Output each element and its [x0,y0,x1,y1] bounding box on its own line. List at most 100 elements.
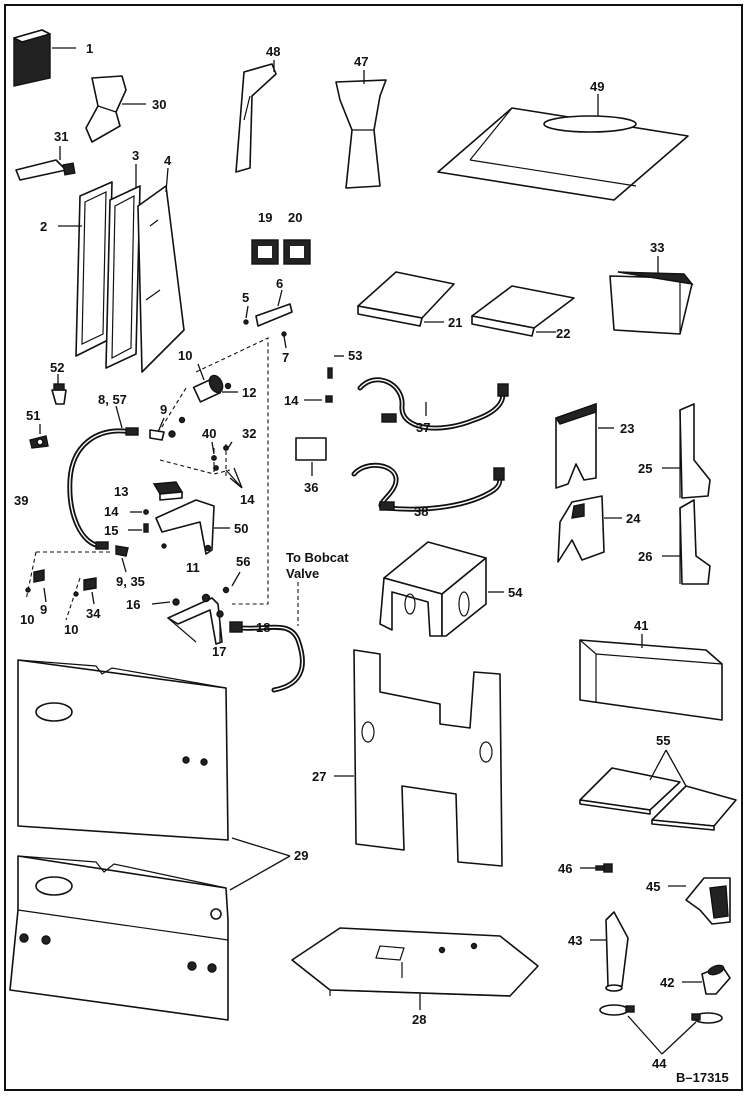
callout-49: 49 [590,79,604,94]
callout-52: 52 [50,360,64,375]
callout-6: 6 [276,276,283,291]
callout-40: 40 [202,426,216,441]
part-29-door-upper [17,659,229,841]
callout-17: 17 [212,644,226,659]
part-9-elbow [149,416,186,441]
callout-3: 3 [132,148,139,163]
part-49-headliner [437,94,689,201]
callout-14-a: 14 [284,393,299,408]
callout-24: 24 [626,511,641,526]
part-4-window-glass [137,167,185,373]
callout-10-c: 10 [64,622,78,637]
callout-9-a: 9 [160,402,167,417]
callout-53: 53 [348,348,362,363]
callout-50: 50 [234,521,248,536]
part-6-latch-plate [243,289,293,349]
part-13-block [152,481,184,501]
part-48-trim [235,60,277,173]
callout-19: 19 [258,210,272,225]
callout-42: 42 [660,975,674,990]
callout-27: 27 [312,769,326,784]
part-15-bolt [128,509,149,533]
part-21-pad [357,271,455,327]
callout-23: 23 [620,421,634,436]
callout-7: 7 [282,350,289,365]
callout-11: 11 [186,560,200,575]
part-33-box [609,256,694,335]
part-31-tube [15,146,76,181]
callout-41: 41 [634,618,648,633]
part-12-pump [192,363,238,403]
callout-31: 31 [54,129,68,144]
callout-8-57: 8, 57 [98,392,127,407]
callout-55: 55 [656,733,670,748]
part-55-mat [579,749,737,831]
part-53-bolt [304,355,344,403]
callout-4: 4 [164,153,172,168]
figure-id: B–17315 [676,1070,729,1085]
callout-44: 44 [652,1056,667,1071]
callout-43: 43 [568,933,582,948]
callout-47: 47 [354,54,368,69]
part-39-hose [67,405,139,550]
callout-45: 45 [646,879,660,894]
part-22-pad [471,285,575,337]
part-51-fitting [29,424,49,449]
callout-22: 22 [556,326,570,341]
part-50-bracket [155,499,230,555]
callout-9-35: 9, 35 [116,574,145,589]
callout-38: 38 [414,504,428,519]
part-20-decal [283,239,311,265]
callout-16: 16 [126,597,140,612]
callout-21: 21 [448,315,462,330]
part-44-clamp [599,1004,723,1055]
callout-39: 39 [14,493,28,508]
part-10-washer [25,569,47,603]
callout-56: 56 [236,554,250,569]
part-36-pad [295,437,327,476]
part-9-35-fitting [115,545,129,573]
annotation-line-1: To Bobcat [286,550,349,565]
callout-14-b: 14 [104,504,119,519]
callout-25: 25 [638,461,652,476]
part-43-vent [590,911,629,992]
part-24-panel [557,495,622,563]
part-52-fitting [51,374,67,405]
part-46-screw [580,863,613,873]
callout-33: 33 [650,240,664,255]
callout-5: 5 [242,290,249,305]
callout-37: 37 [416,420,430,435]
part-29-door-lower [9,837,291,1021]
part-26-post [662,499,711,585]
callout-10-a: 10 [178,348,192,363]
callout-26: 26 [638,549,652,564]
part-3-window-seal [105,164,141,369]
part-17-bracket [151,571,241,645]
part-38-hose [351,462,505,512]
callout-48: 48 [266,44,280,59]
part-25-post [662,403,711,499]
callout-29: 29 [294,848,308,863]
part-42-vent [682,964,731,995]
callout-10-b: 10 [20,612,34,627]
part-28-floor-mat [291,927,539,1010]
part-27-floor-plate [334,649,503,867]
part-54-guard [379,541,504,637]
part-2-window-seal [58,181,113,357]
callout-9-b: 9 [40,602,47,617]
part-1-block [13,29,76,87]
part-34-fitting [73,577,97,605]
part-19-decal [251,239,279,265]
callout-51: 51 [26,408,40,423]
callout-46: 46 [558,861,572,876]
callout-1: 1 [86,41,93,56]
part-23-panel [554,403,614,489]
part-40-bolt [211,441,243,489]
callout-20: 20 [288,210,302,225]
annotation-line-2: Valve [286,566,319,581]
part-41-block [579,634,723,721]
callout-36: 36 [304,480,318,495]
callout-2: 2 [40,219,47,234]
callout-14-c: 14 [240,492,255,507]
